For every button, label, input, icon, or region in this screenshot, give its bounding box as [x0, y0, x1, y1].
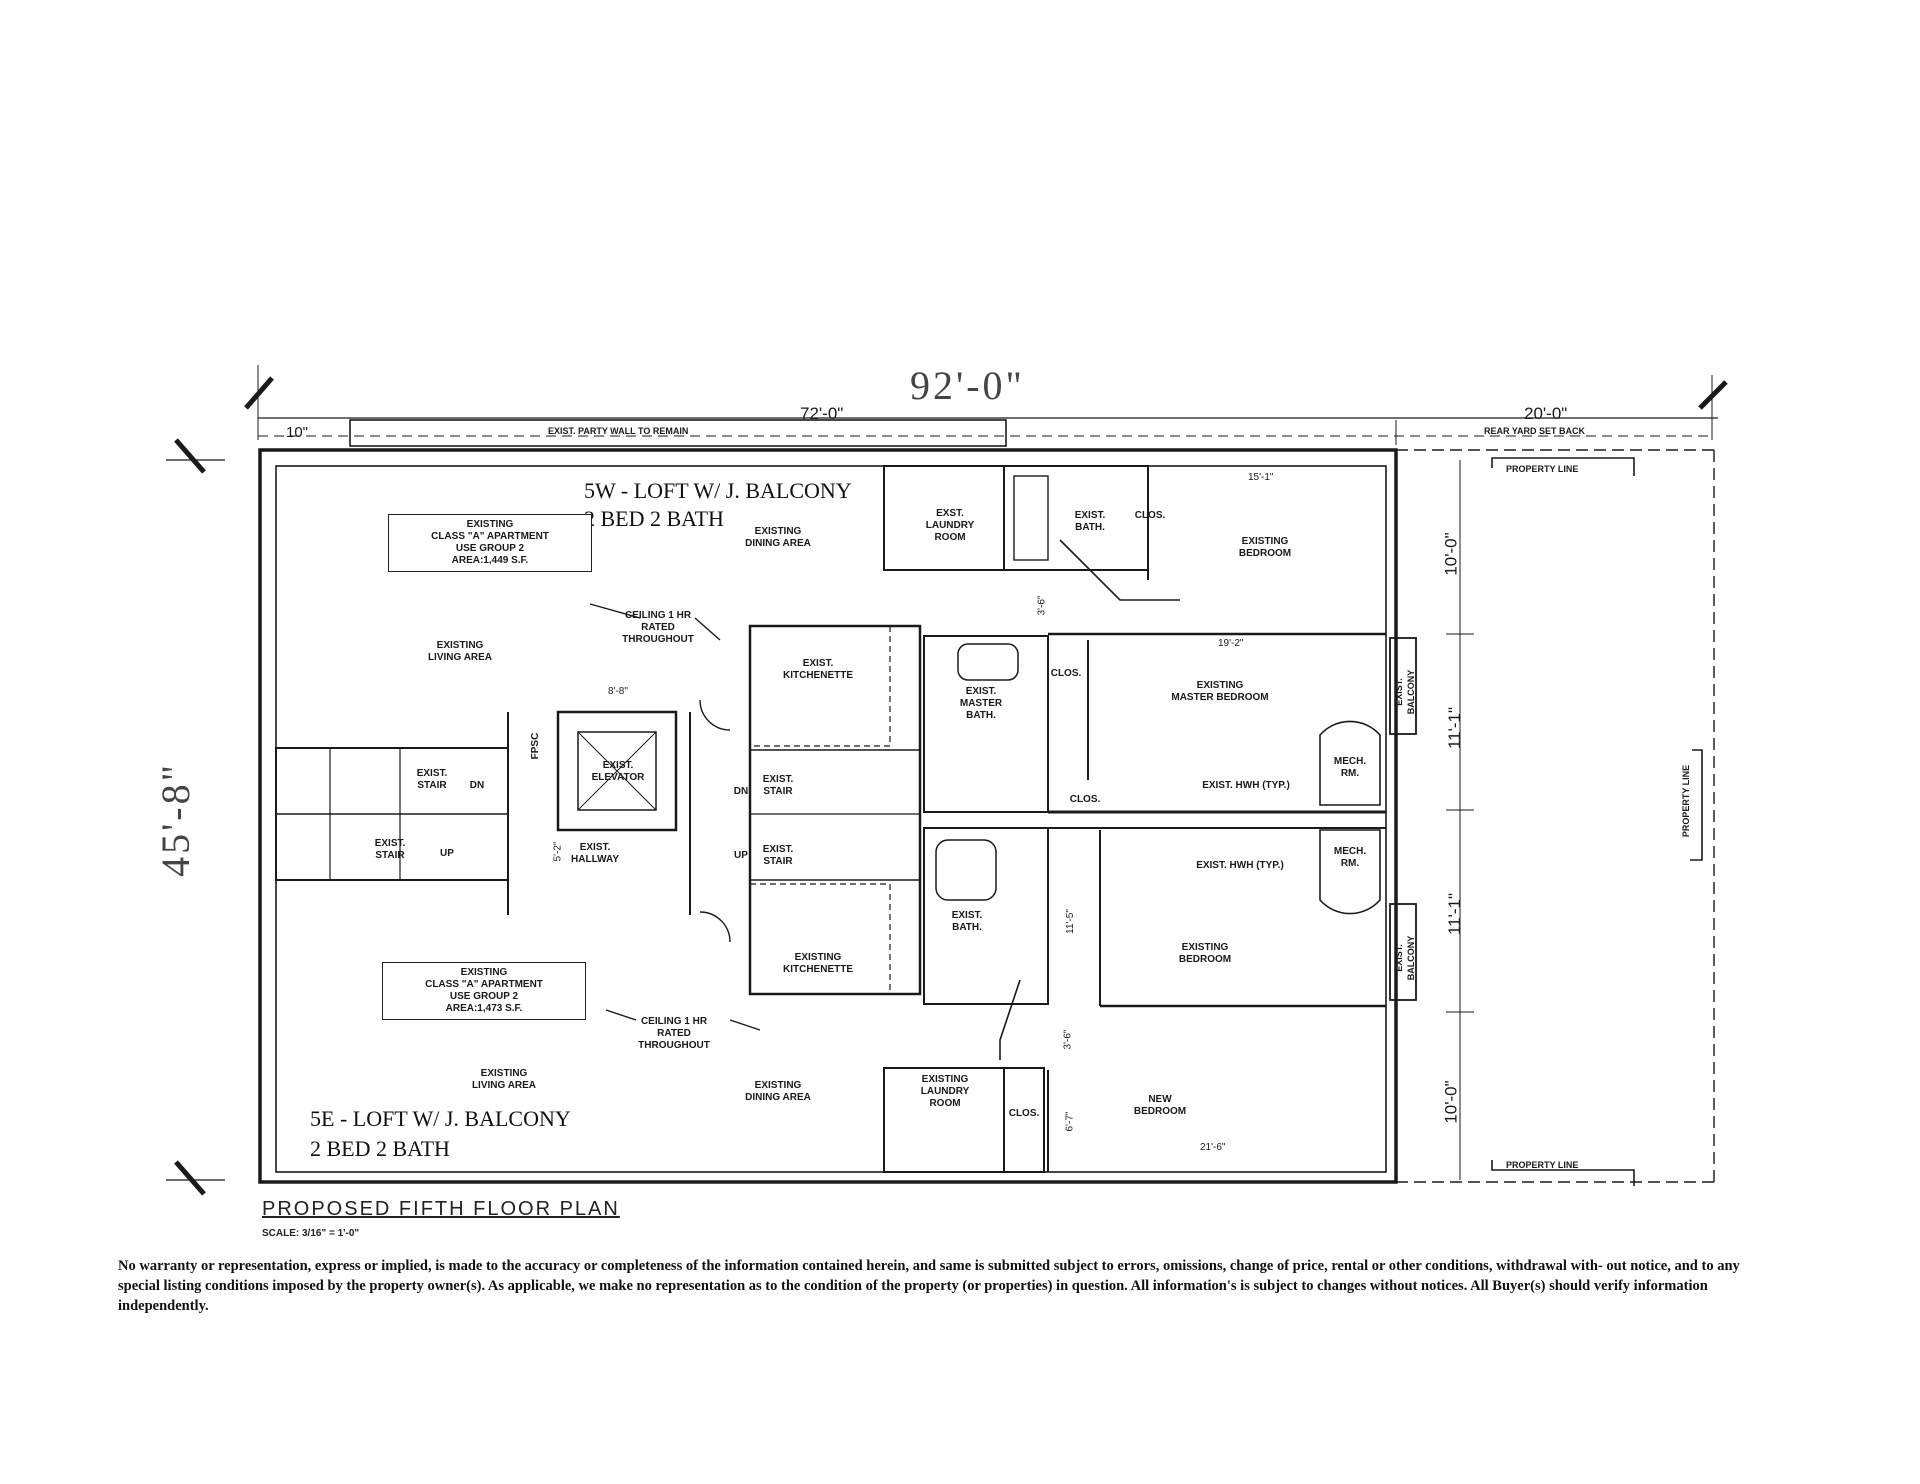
disclaimer-text: No warranty or representation, express o… — [118, 1258, 1740, 1314]
hallway-width: 8'-8" — [608, 686, 628, 697]
e-hwh: EXIST. HWH (TYP.) — [1196, 860, 1284, 871]
right-seg-1-dimension: 10'-0" — [1441, 532, 1461, 576]
building-outline — [258, 448, 1398, 1184]
w-master-bath: EXIST. MASTER BATH. — [959, 686, 1003, 721]
overall-depth-dimension: 45'-8" — [152, 762, 198, 877]
building-length-dimension: 72'-0" — [800, 404, 844, 423]
e-new-bedroom: NEW BEDROOM — [1133, 1094, 1187, 1117]
e-laundry-room: EXISTING LAUNDRY ROOM — [920, 1074, 970, 1109]
w-bath: EXIST. BATH. — [1074, 510, 1106, 533]
clos-dim-3: 6'-7" — [1064, 1111, 1076, 1132]
e-bedroom: EXISTING BEDROOM — [1178, 942, 1232, 965]
w-master-closet: CLOS. — [1050, 668, 1082, 679]
plan-title: PROPOSED FIFTH FLOOR PLAN — [262, 1198, 620, 1220]
clos-dim-1: 3'-6" — [1036, 595, 1048, 616]
e-kitchenette: EXISTING KITCHENETTE — [783, 952, 853, 975]
west-unit-info: EXISTING CLASS "A" APARTMENT USE GROUP 2… — [388, 514, 592, 572]
master-width: 19'-2" — [1218, 638, 1244, 649]
dimension-tick — [244, 376, 274, 410]
w-mech-room: MECH. RM. — [1333, 756, 1367, 779]
property-line-bottom: PROPERTY LINE — [1506, 1160, 1579, 1170]
east-unit-info: EXISTING CLASS "A" APARTMENT USE GROUP 2… — [382, 962, 586, 1020]
front-offset-dimension: 10" — [286, 424, 309, 441]
bath-dim: 11'-5" — [1064, 909, 1076, 934]
stair-down-1: DN — [469, 780, 485, 791]
rear-yard-dimension: 20'-0" — [1524, 404, 1568, 423]
stair-up-1: UP — [440, 848, 454, 859]
stair-down-2: DN — [733, 786, 749, 797]
stair-e-top: EXIST. STAIR — [762, 774, 794, 797]
property-line-side: PROPERTY LINE — [1681, 764, 1692, 838]
east-balcony: EXIST. BALCONY — [1394, 935, 1416, 981]
west-balcony: EXIST. BALCONY — [1394, 669, 1416, 715]
west-unit-title: 5W - LOFT W/ J. BALCONY — [584, 478, 852, 503]
w-laundry-room: EXST. LAUNDRY ROOM — [925, 508, 975, 543]
w-closet-lower: CLOS. — [1069, 794, 1101, 805]
w-ceiling-note: CEILING 1 HR RATED THROUGHOUT — [622, 610, 694, 645]
e-mech-room: MECH. RM. — [1333, 846, 1367, 869]
e-bath: EXIST. BATH. — [951, 910, 983, 933]
new-bedroom-width: 21'-6" — [1200, 1142, 1226, 1153]
w-living-area: EXISTING LIVING AREA — [427, 640, 493, 663]
plan-scale: SCALE: 3/16" = 1'-0" — [262, 1228, 360, 1239]
property-line-top: PROPERTY LINE — [1506, 464, 1579, 474]
w-hwh: EXIST. HWH (TYP.) — [1202, 780, 1290, 791]
stair-e-bottom: EXIST. STAIR — [762, 844, 794, 867]
overall-width-dimension: 92'-0" — [910, 363, 1025, 408]
east-unit-subtitle: 2 BED 2 BATH — [310, 1136, 450, 1161]
right-seg-4-dimension: 10'-0" — [1441, 1080, 1461, 1124]
party-wall-label: EXIST. PARTY WALL TO REMAIN — [548, 426, 689, 436]
east-unit-title: 5E - LOFT W/ J. BALCONY — [310, 1106, 571, 1131]
w-dining-area: EXISTING DINING AREA — [745, 526, 811, 549]
w-master-bedroom: EXISTING MASTER BEDROOM — [1171, 680, 1269, 703]
right-seg-2-dimension: 11'-1" — [1445, 706, 1465, 750]
e-dining-area: EXISTING DINING AREA — [745, 1080, 811, 1103]
rear-yard-label: REAR YARD SET BACK — [1484, 426, 1586, 436]
bedroom-top-width: 15'-1" — [1248, 472, 1274, 483]
e-ceiling-note: CEILING 1 HR RATED THROUGHOUT — [638, 1016, 710, 1051]
hallway: EXIST. HALLWAY — [571, 842, 619, 865]
clos-dim-2: 3'-6" — [1062, 1029, 1074, 1050]
west-unit-subtitle: 2 BED 2 BATH — [584, 506, 724, 531]
e-living-area: EXISTING LIVING AREA — [471, 1068, 537, 1091]
party-wall — [349, 419, 1007, 447]
w-bedroom: EXISTING BEDROOM — [1238, 536, 1292, 559]
w-kitchenette: EXIST. KITCHENETTE — [783, 658, 853, 681]
e-closet: CLOS. — [1008, 1108, 1040, 1119]
dimension-tick — [1698, 380, 1728, 410]
stair-w-bottom: EXIST. STAIR — [374, 838, 406, 861]
fpsc-label: FPSC — [530, 732, 541, 760]
stair-w-top: EXIST. STAIR — [416, 768, 448, 791]
stair-up-2: UP — [734, 850, 748, 861]
right-seg-3-dimension: 11'-1" — [1445, 892, 1465, 936]
elevator: EXIST. ELEVATOR — [591, 760, 645, 783]
w-closet: CLOS. — [1134, 510, 1166, 521]
